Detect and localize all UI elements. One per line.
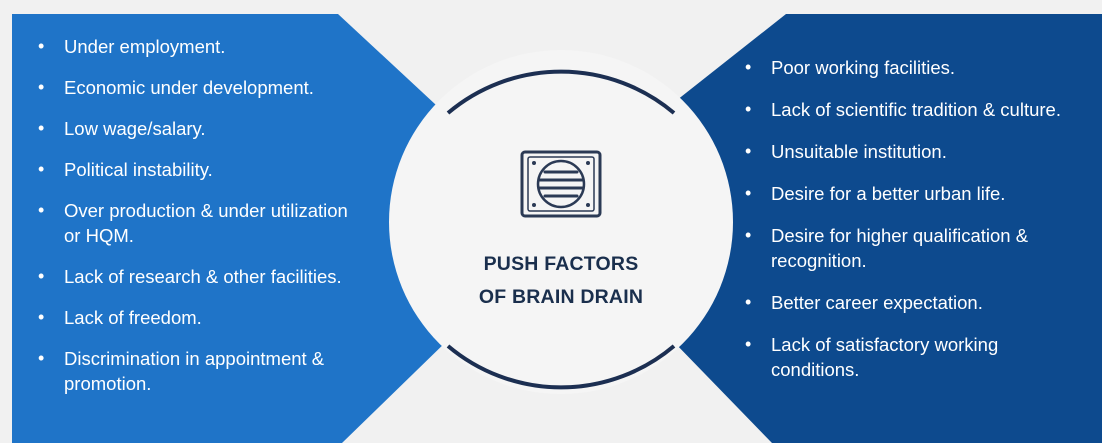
bottom-arc (446, 344, 676, 390)
left-factor-list: Under employment. Economic under develop… (30, 34, 410, 412)
right-factor-item: Desire for a better urban life. (737, 181, 1087, 206)
right-factor-item: Lack of scientific tradition & culture. (737, 97, 1071, 122)
center-title: PUSH FACTORS OF BRAIN DRAIN (430, 248, 692, 314)
drain-grate-icon (520, 150, 602, 218)
left-factor-item: Under employment. (30, 34, 410, 59)
right-factor-item: Lack of satisfactory working conditions. (737, 332, 1071, 382)
left-factor-item: Lack of freedom. (30, 305, 410, 330)
left-factor-item: Lack of research & other facilities. (30, 264, 354, 289)
center-circle (389, 50, 733, 394)
center-title-line-1: PUSH FACTORS (483, 253, 639, 275)
right-factor-list: Poor working facilities. Lack of scienti… (737, 55, 1087, 399)
top-arc (446, 69, 676, 115)
left-factor-item: Political instability. (30, 157, 410, 182)
left-factor-item: Over production & under utilization or H… (30, 198, 354, 248)
right-factor-item: Unsuitable institution. (737, 139, 1087, 164)
left-factor-item: Low wage/salary. (30, 116, 410, 141)
right-factor-item: Poor working facilities. (737, 55, 1087, 80)
right-factor-item: Better career expectation. (737, 290, 1087, 315)
left-factor-item: Economic under development. (30, 75, 410, 100)
right-factor-item: Desire for higher qualification & recogn… (737, 223, 1102, 273)
center-title-line-2: OF BRAIN DRAIN (478, 286, 644, 308)
left-factor-item: Discrimination in appointment & promotio… (30, 346, 414, 396)
